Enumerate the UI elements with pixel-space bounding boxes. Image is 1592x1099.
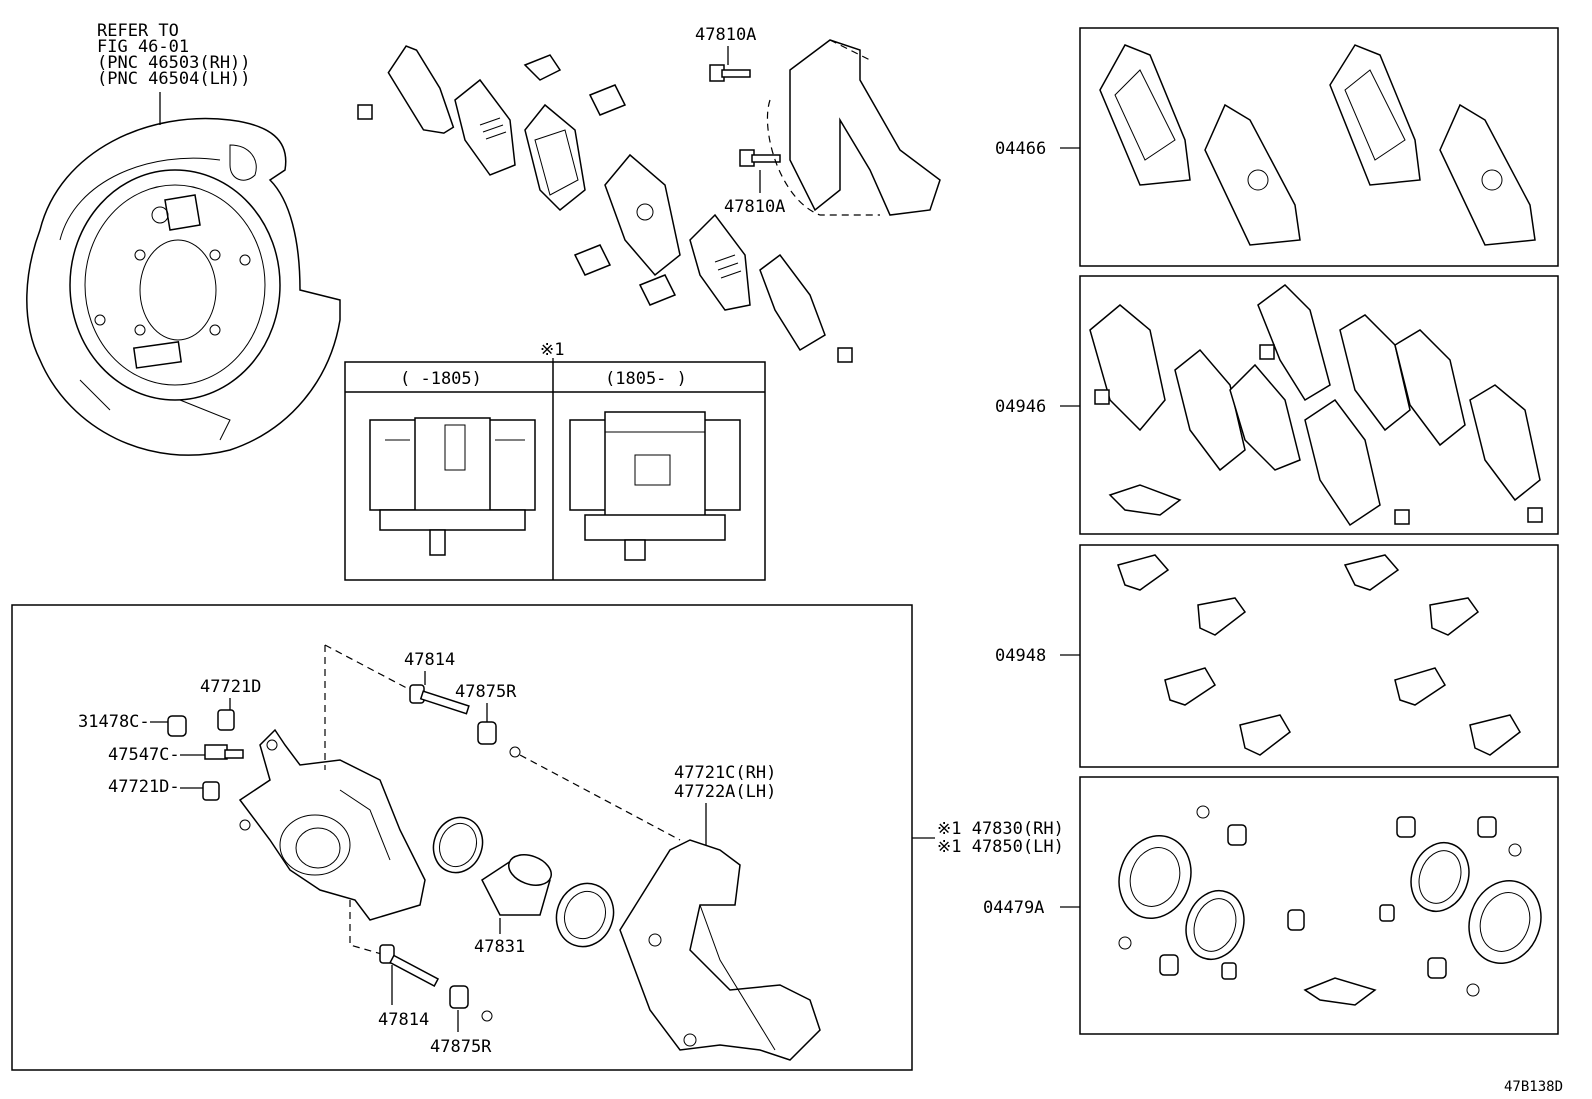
- label-bleeder: 47547C-: [108, 745, 180, 765]
- kit-box-seals: [1079, 776, 1559, 1035]
- backing-plate-illustration: [26, 117, 341, 456]
- bolt-mid: [739, 149, 781, 167]
- label-variant-right: (1805- ): [605, 369, 687, 389]
- kit-box-pads: [1079, 27, 1559, 267]
- pin-boot-bottom: [449, 985, 493, 1022]
- label-note-mark: ※1: [540, 340, 564, 360]
- label-pin-top: 47814: [404, 650, 455, 670]
- label-piston: 47831: [474, 937, 525, 957]
- dashed-guide: [324, 644, 421, 696]
- label-variant-left: ( -1805): [400, 369, 482, 389]
- label-mounting-rh: 47721C(RH): [674, 763, 776, 783]
- diagram-id: 47B138D: [1504, 1079, 1563, 1095]
- label-pin-bottom: 47814: [378, 1010, 429, 1030]
- label-boot-top: 47875R: [455, 682, 517, 702]
- small-fittings-illustration: [167, 709, 244, 801]
- mounting-bracket-illustration: [619, 839, 821, 1061]
- label-boot-bottom: 47875R: [430, 1037, 492, 1057]
- kit-code-clips: 04948: [995, 646, 1046, 666]
- piston: [481, 854, 552, 916]
- caliper-variant-right-illustration: [569, 411, 741, 561]
- label-cap: 31478C-: [78, 712, 150, 732]
- label-bolt-mid: 47810A: [724, 197, 785, 217]
- mounting-bracket-top-illustration: [766, 39, 941, 216]
- refer-note-line-3: (PNC 46503(RH)): [97, 53, 251, 73]
- label-bolt-top: 47810A: [695, 25, 756, 45]
- exploded-pads-illustration: [357, 45, 853, 363]
- variant-box: [344, 361, 766, 581]
- refer-note-line-1: REFER TO: [97, 21, 179, 41]
- label-mounting-lh: 47722A(LH): [674, 782, 776, 802]
- shim-kit-illustration: [1089, 284, 1543, 527]
- label-bleeder-cap-2: 47721D-: [108, 777, 180, 797]
- label-bleeder-cap: 47721D: [200, 677, 261, 697]
- bolt-top: [709, 64, 751, 82]
- caliper-variant-left-illustration: [369, 417, 536, 556]
- seal-kit-illustration: [1118, 805, 1542, 1006]
- dashed-guide: [519, 754, 681, 841]
- label-assy-lh: ※1 47850(LH): [937, 837, 1064, 857]
- label-assy-rh: ※1 47830(RH): [937, 819, 1064, 839]
- slide-pin-bottom: [379, 944, 440, 988]
- slide-pin-top: [409, 684, 470, 715]
- kit-box-shims: [1079, 275, 1559, 535]
- refer-note: REFER TO FIG 46-01 (PNC 46503(RH)) (PNC …: [97, 21, 251, 89]
- kit-code-shims: 04946: [995, 397, 1046, 417]
- pad-kit-illustration: [1099, 44, 1536, 246]
- refer-note-line-2: FIG 46-01: [97, 37, 189, 57]
- dashed-guide: [349, 900, 386, 956]
- refer-note-line-4: (PNC 46504(LH)): [97, 69, 251, 89]
- piston-seal: [432, 816, 484, 874]
- pin-boot-top: [477, 721, 521, 758]
- piston-boot: [555, 882, 615, 948]
- kit-box-clips: [1079, 544, 1559, 768]
- kit-code-pads: 04466: [995, 139, 1046, 159]
- caliper-body-illustration: [238, 728, 426, 921]
- kit-code-seals: 04479A: [983, 898, 1044, 918]
- clip-kit-illustration: [1117, 554, 1521, 756]
